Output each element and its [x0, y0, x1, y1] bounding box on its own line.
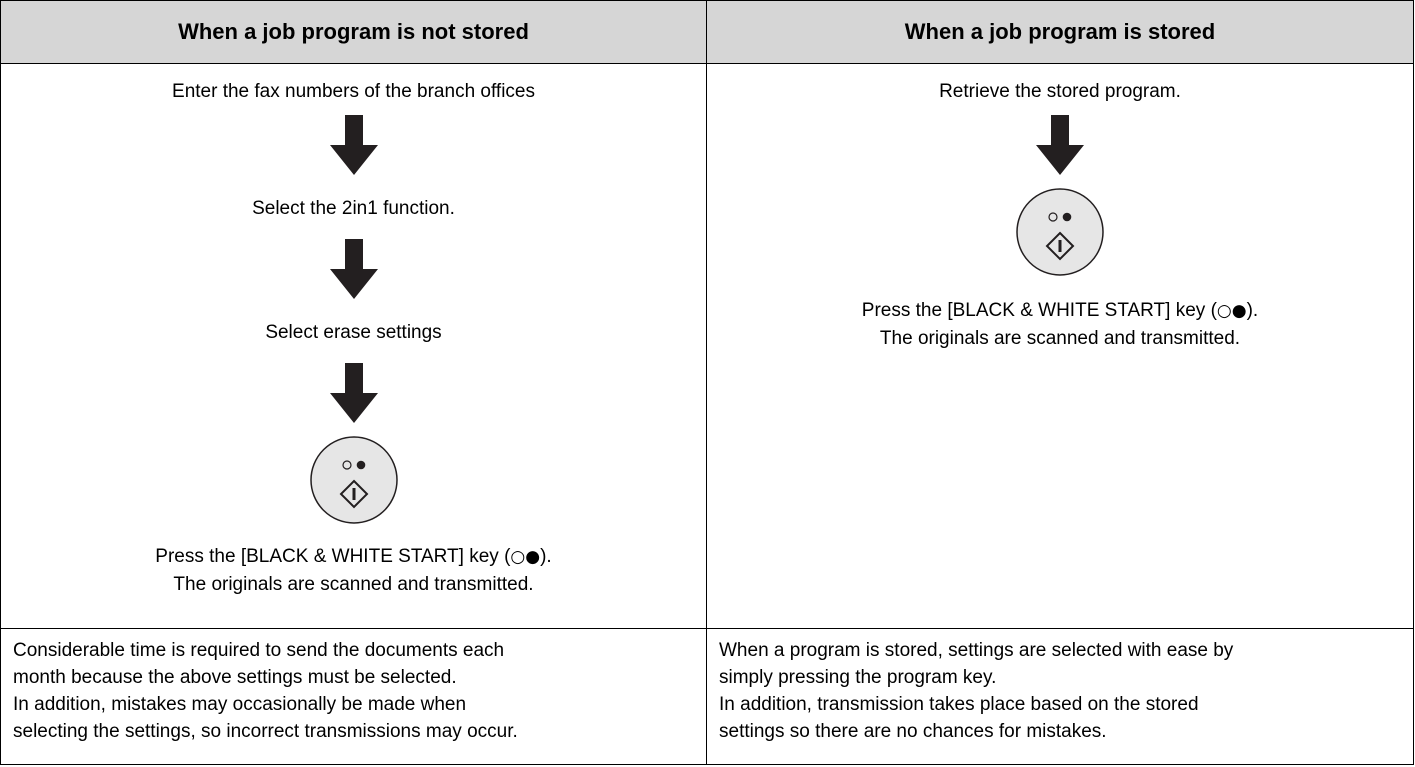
- flow-stored: Retrieve the stored program. Press the […: [706, 63, 1414, 629]
- down-arrow-icon: [329, 115, 378, 175]
- step-select-2in1: Select the 2in1 function.: [252, 198, 455, 219]
- step-select-erase: Select erase settings: [265, 322, 442, 343]
- header-not-stored: When a job program is not stored: [0, 0, 707, 64]
- black-white-start-key-icon: [1016, 188, 1104, 276]
- step-retrieve-program: Retrieve the stored program.: [939, 81, 1181, 102]
- down-arrow-icon: [329, 239, 378, 299]
- note-not-stored: Considerable time is required to send th…: [0, 628, 707, 765]
- final-instruction-line2: The originals are scanned and transmitte…: [173, 574, 534, 595]
- note-stored: When a program is stored, settings are s…: [706, 628, 1414, 765]
- header-stored: When a job program is stored: [706, 0, 1414, 64]
- down-arrow-icon: [1036, 115, 1084, 175]
- down-arrow-icon: [329, 363, 378, 423]
- flow-not-stored: Enter the fax numbers of the branch offi…: [0, 63, 707, 629]
- black-white-start-key-icon: [309, 436, 398, 524]
- final-instruction-line1: Press the [BLACK & WHITE START] key (○●)…: [861, 300, 1259, 321]
- black-white-start-symbol: ○●: [510, 547, 541, 567]
- step-enter-fax-numbers: Enter the fax numbers of the branch offi…: [172, 81, 535, 102]
- final-instruction-line1: Press the [BLACK & WHITE START] key (○●)…: [155, 546, 552, 567]
- black-white-start-symbol: ○●: [1216, 301, 1247, 321]
- final-instruction-line2: The originals are scanned and transmitte…: [879, 328, 1241, 349]
